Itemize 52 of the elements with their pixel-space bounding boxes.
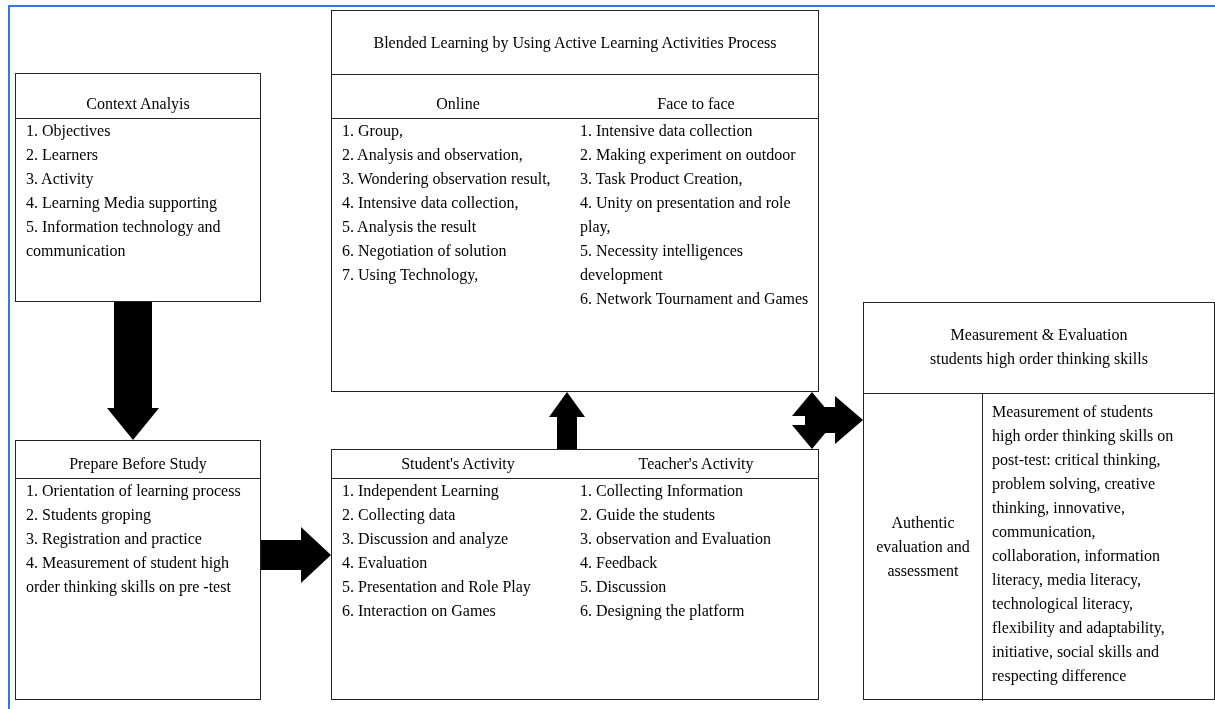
list-item: 4. Evaluation: [342, 553, 429, 573]
block-arrow: [549, 392, 585, 449]
process-box: [15, 73, 261, 302]
list-item: 3. Activity: [26, 169, 95, 190]
list-item: 2. Guide the students: [580, 505, 717, 525]
process-box: [331, 449, 819, 700]
box-title: Blended Learning by Using Active Learning Activities Process: [372, 32, 778, 54]
column-heading: Student's Activity: [400, 454, 516, 475]
list-item: 2. Making experiment on outdoor: [580, 145, 797, 166]
block-arrow: [107, 302, 159, 440]
list-item: 2. Learners: [26, 145, 99, 165]
list-item: 6. Network Tournament and Games: [580, 289, 810, 309]
list-item: 2. Students groping: [26, 505, 152, 526]
list-item: 3. Task Product Creation,: [580, 169, 744, 189]
list-item: 1. Group,: [342, 121, 404, 142]
list-item: 5. Analysis the result: [342, 217, 478, 238]
list-item: 1. Intensive data collection: [580, 121, 754, 141]
list-item: 6. Designing the platform: [580, 601, 746, 622]
list-item: 3. Discussion and analyze: [342, 529, 510, 550]
process-box: [331, 10, 819, 392]
list-item: 4. Learning Media supporting: [26, 193, 219, 214]
process-box: [863, 302, 1215, 700]
process-box: [15, 440, 261, 700]
list-item: 6. Interaction on Games: [342, 601, 497, 621]
list-item: 5. Necessity intelligences development: [580, 241, 745, 286]
list-item: 3. observation and Evaluation: [580, 529, 773, 549]
list-item: 3. Wondering observation result,: [342, 169, 552, 190]
list-item: 6. Negotiation of solution: [342, 241, 508, 262]
column-heading: Online: [435, 94, 481, 114]
list-item: 5. Discussion: [580, 577, 668, 597]
column-heading: Face to face: [656, 94, 736, 114]
list-item: 4. Intensive data collection,: [342, 193, 520, 213]
list-item: 4. Measurement of student high order thinking skills on pre -test: [26, 553, 232, 598]
list-item: 1. Orientation of learning process: [26, 481, 242, 502]
list-item: 1. Objectives: [26, 121, 112, 142]
list-item: 4. Feedback: [580, 553, 659, 573]
box-heading: Prepare Before Study: [68, 454, 208, 475]
column-heading: Teacher's Activity: [637, 454, 755, 475]
list-item: 2. Collecting data: [342, 505, 457, 526]
list-item: 4. Unity on presentation and role play,: [580, 193, 792, 238]
list-item: 5. Information technology and communication: [26, 217, 222, 261]
block-arrow: [261, 527, 331, 583]
list-item: 1. Collecting Information: [580, 481, 745, 502]
list-item: 7. Using Technology,: [342, 265, 480, 286]
box-heading: Measurement & Evaluation students high order thinking skills: [929, 325, 1149, 370]
list-item: 3. Registration and practice: [26, 529, 203, 550]
list-item: 2. Analysis and observation,: [342, 145, 524, 166]
cell-text: Authentic evaluation and assessment: [876, 513, 970, 581]
list-item: 5. Presentation and Role Play: [342, 577, 532, 598]
box-heading: Context Analyis: [85, 94, 191, 115]
cell-text: Measurement of students high order thinking skills on post-test: critical thinking, problem solving, creative thinking, innovative, communication, collaboration, information literacy, media literacy, technological literacy, flexibility and adaptability, initiative, social skills and respecting difference: [992, 402, 1175, 687]
list-item: 1. Independent Learning: [342, 481, 500, 502]
